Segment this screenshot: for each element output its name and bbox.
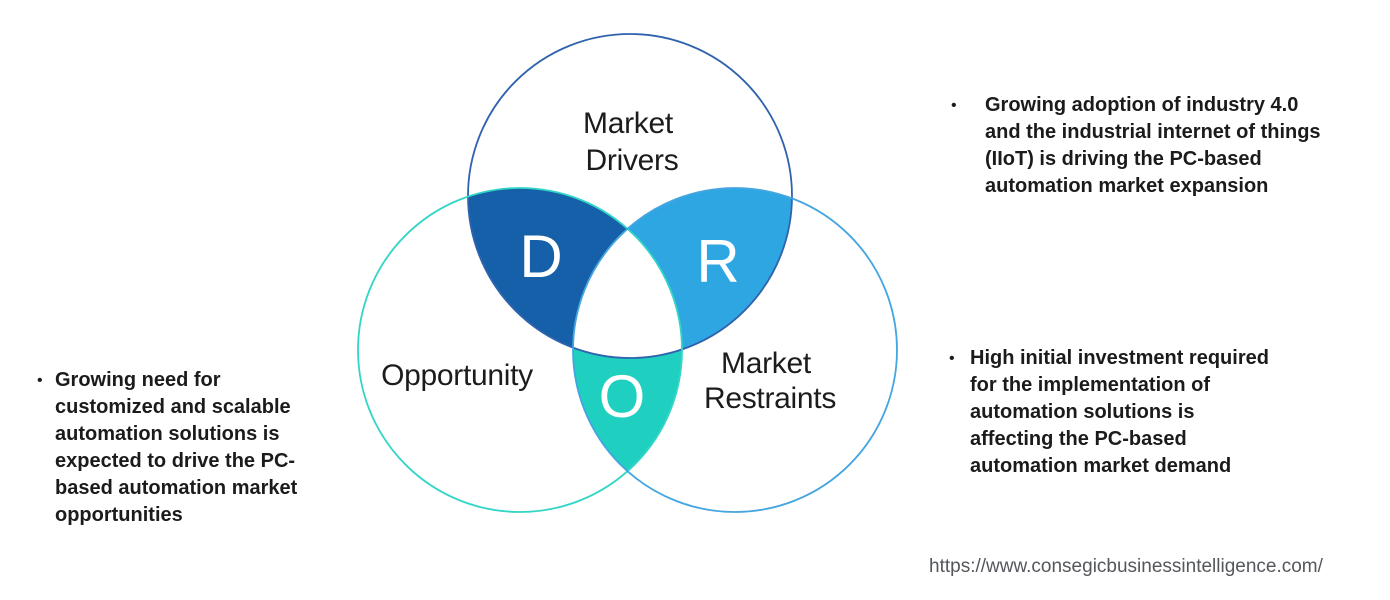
letter-d: D xyxy=(519,223,562,290)
opportunity-label: Opportunity xyxy=(381,359,533,392)
source-url: https://www.consegicbusinessintelligence… xyxy=(929,556,1323,577)
opportunity-note: • Growing need for customized and scalab… xyxy=(30,367,340,529)
letter-r: R xyxy=(696,228,739,295)
restraints-note-text: High initial investment required for the… xyxy=(970,347,1269,477)
drivers-note: • Growing adoption of industry 4.0 and t… xyxy=(940,92,1372,200)
drivers-label: Market Drivers xyxy=(583,107,681,177)
center-triple-region xyxy=(573,188,682,358)
bullet-icon: • xyxy=(949,350,955,367)
bullet-icon: • xyxy=(37,372,43,389)
bullet-icon: • xyxy=(951,97,957,114)
restraints-note: • High initial investment required for t… xyxy=(940,345,1372,480)
restraints-circle xyxy=(572,187,898,513)
restraints-label: Market Restraints xyxy=(704,347,836,415)
drivers-note-text: Growing adoption of industry 4.0 and the… xyxy=(985,94,1321,197)
letter-o: O xyxy=(599,363,646,430)
opportunity-circle xyxy=(357,187,683,513)
opportunity-note-text: Growing need for customized and scalable… xyxy=(55,369,298,526)
